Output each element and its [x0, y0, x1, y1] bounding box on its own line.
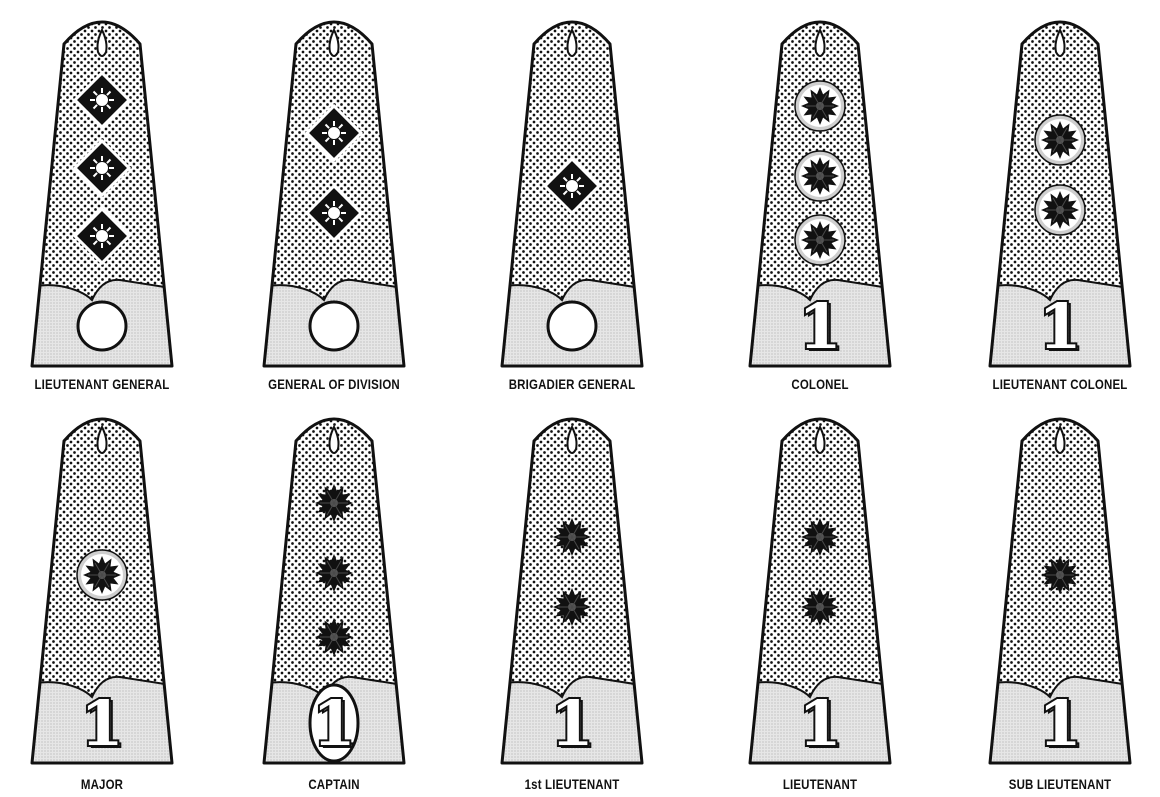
rank-sub-lieutenant-label: SUB LIEUTENANT	[962, 776, 1159, 792]
rank-brigadier-general-board	[490, 8, 654, 370]
rosette-icon	[1035, 185, 1085, 235]
rank-1st-lieutenant-label: 1st LIEUTENANT	[474, 776, 671, 792]
rank-major-label: MAJOR	[4, 776, 201, 792]
rank-brigadier-general-label: BRIGADIER GENERAL	[474, 376, 671, 392]
rank-general-of-division-label: GENERAL OF DIVISION	[236, 376, 433, 392]
numeral-badge: 11	[80, 687, 126, 762]
rank-lieutenant-label: LIEUTENANT	[722, 776, 919, 792]
numeral-badge: 11	[1038, 687, 1084, 762]
rosette-icon	[1035, 115, 1085, 165]
rosette-icon	[795, 81, 845, 131]
svg-text:1: 1	[550, 687, 593, 760]
svg-text:1: 1	[312, 687, 355, 760]
rosette-icon	[77, 550, 127, 600]
numeral-badge: 11	[798, 290, 844, 365]
svg-text:1: 1	[1038, 687, 1081, 760]
numeral-badge: 11	[310, 685, 359, 762]
numeral-badge: 11	[1038, 290, 1084, 365]
svg-text:1: 1	[798, 290, 841, 363]
svg-text:1: 1	[1038, 290, 1081, 363]
rosette-icon	[795, 215, 845, 265]
rank-lieutenant-general-label: LIEUTENANT GENERAL	[4, 376, 201, 392]
numeral-badge: 11	[798, 687, 844, 762]
rank-general-of-division-board	[252, 8, 416, 370]
rank-colonel-label: COLONEL	[722, 376, 919, 392]
svg-text:1: 1	[80, 687, 123, 760]
rosette-icon	[795, 151, 845, 201]
rank-lieutenant-general-board	[20, 8, 184, 370]
rank-lieutenant-colonel-label: LIEUTENANT COLONEL	[962, 376, 1159, 392]
white-circle-icon	[310, 302, 358, 350]
rank-captain-label: CAPTAIN	[236, 776, 433, 792]
white-circle-icon	[78, 302, 126, 350]
white-circle-icon	[548, 302, 596, 350]
svg-text:1: 1	[798, 687, 841, 760]
numeral-badge: 11	[550, 687, 596, 762]
